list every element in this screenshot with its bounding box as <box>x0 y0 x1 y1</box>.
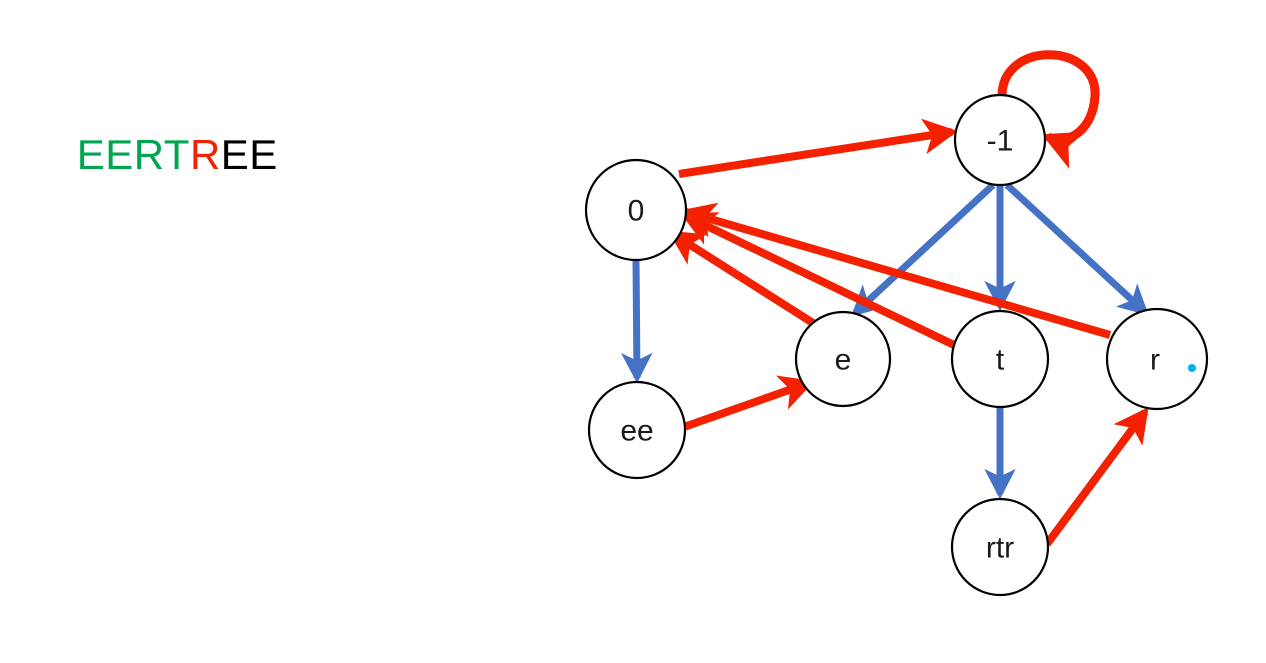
cyan-dot-marker <box>1188 364 1196 372</box>
node-t[interactable]: t <box>950 309 1050 409</box>
node-rtr-circle[interactable] <box>950 497 1050 597</box>
node-e-label: e <box>835 344 852 377</box>
node-t-label: t <box>996 344 1005 377</box>
edge-e-to-0[interactable] <box>667 230 816 327</box>
edge-minus1-to-r[interactable] <box>1004 182 1149 316</box>
node-ee-label: ee <box>620 415 653 448</box>
edge-ee-to-e[interactable] <box>682 375 815 431</box>
edge-r-to-0[interactable] <box>680 202 1112 339</box>
edge-rtr-to-r[interactable] <box>1043 407 1149 547</box>
node-ee-circle[interactable] <box>587 380 687 480</box>
node-r-label: r <box>1150 344 1160 377</box>
node-rtr[interactable]: rtr <box>950 497 1050 597</box>
node-rtr-label: rtr <box>986 532 1014 565</box>
node-0-label: 0 <box>628 195 645 228</box>
suffix-link-edges-group <box>667 50 1149 547</box>
node-e[interactable]: e <box>794 310 892 408</box>
node-minus1-label: -1 <box>987 125 1014 158</box>
node-r-circle[interactable] <box>1105 307 1209 411</box>
edge-0-to-minus1[interactable] <box>678 118 958 178</box>
node-minus1-circle[interactable] <box>953 93 1047 187</box>
node-0[interactable]: 0 <box>584 158 688 262</box>
node-minus1[interactable]: -1 <box>953 93 1047 187</box>
title-segment-green: EERT <box>76 131 190 178</box>
node-t-circle[interactable] <box>950 309 1050 409</box>
nodes-group: -1 0 e t r ee <box>584 93 1209 597</box>
edge-minus1-self-loop[interactable] <box>997 50 1100 169</box>
tree-edges-group <box>621 182 1149 500</box>
node-0-circle[interactable] <box>584 158 688 262</box>
title-segment-black: EE <box>220 131 278 178</box>
node-r[interactable]: r <box>1105 307 1209 411</box>
edge-minus1-to-e[interactable] <box>851 182 996 317</box>
title-segment-red: R <box>189 131 221 178</box>
page-title: EERTREE <box>28 92 278 218</box>
node-e-circle[interactable] <box>794 310 892 408</box>
edge-0-to-ee[interactable] <box>621 259 653 384</box>
node-ee[interactable]: ee <box>587 380 687 480</box>
edge-t-to-0[interactable] <box>680 212 956 349</box>
